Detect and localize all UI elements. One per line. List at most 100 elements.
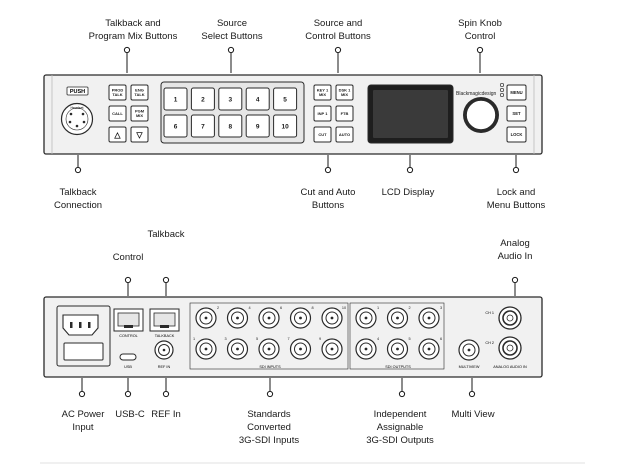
usb-label: USB [124, 365, 132, 369]
source-button-label: 10 [281, 123, 289, 130]
menu-label: MENU [510, 90, 522, 95]
sdi-input-port-5: 5 [256, 337, 280, 360]
sdi-port-number: 1 [377, 306, 379, 310]
talkback-port-label: TALKBACK [155, 334, 175, 338]
cut-button[interactable]: CUT [313, 126, 332, 143]
source-button-6[interactable]: 6 [163, 114, 188, 138]
sdi-input-port-8: 8 [289, 306, 314, 329]
callout-lock-menu: Lock and Menu Buttons [486, 187, 546, 211]
source-button-1[interactable]: 1 [163, 87, 188, 111]
source-button-label: 8 [228, 123, 232, 130]
source-button-4[interactable]: 4 [245, 87, 270, 111]
sdi-input-port-1: 1 [193, 337, 217, 360]
sdi-input-port-7: 7 [287, 337, 312, 360]
callout-talkback: Talkback [147, 229, 185, 240]
down-arrow-button[interactable]: ▽ [130, 126, 149, 143]
set-button[interactable]: SET [506, 105, 527, 122]
callout-sdi-outputs: Independent Assignable 3G-SDI Outputs [366, 409, 434, 446]
ftb-label: FTB [341, 111, 349, 116]
callout-lcd-display: LCD Display [381, 187, 435, 198]
source-button-5[interactable]: 5 [273, 87, 298, 111]
analog-label: ANALOG AUDIO IN [493, 365, 527, 369]
callout-usb-c: USB-C [115, 409, 145, 420]
sdi-port-number: 6 [280, 306, 282, 310]
source-button-label: 1 [174, 96, 178, 103]
lock-label: LOCK [511, 132, 523, 137]
sdi-output-port-6: 6 [418, 337, 442, 360]
sdi-inputs-label: SDI INPUTS [259, 365, 281, 369]
callout-multi-view: Multi View [451, 409, 495, 420]
xlr-connector: PUSH Headset [60, 86, 94, 136]
multiview-port: MULTIVIEW [458, 339, 480, 369]
callout-source-control: Source and Control Buttons [305, 18, 371, 42]
spin-knob[interactable] [463, 97, 499, 133]
source-button-2[interactable]: 2 [190, 87, 215, 111]
set-label: SET [512, 111, 521, 116]
rear-leader-lines [78, 276, 519, 398]
callout-ref-in: REF In [151, 409, 181, 420]
source-button-label: 7 [201, 123, 205, 130]
source-buttons: 1 2 3 4 5 6 7 8 9 10 [163, 87, 298, 138]
auto-label: AUTO [339, 132, 350, 137]
sdi-port-number: 3 [440, 306, 442, 310]
callout-analog-audio: Analog Audio In [497, 238, 533, 262]
sdi-output-port-1: 1 [355, 306, 379, 329]
inp1-button[interactable]: INP 1 [313, 105, 332, 122]
call-label: CALL [112, 111, 123, 116]
lcd-display [367, 84, 454, 144]
sdi-output-port-2: 2 [386, 306, 411, 329]
push-label: PUSH [70, 89, 85, 95]
sdi-port-number: 4 [248, 306, 250, 310]
source-button-label: 4 [256, 96, 260, 103]
control-port: CONTROL [113, 308, 144, 338]
source-button-7[interactable]: 7 [190, 114, 215, 138]
ftb-button[interactable]: FTB [335, 105, 354, 122]
brand-label: Blackmagicdesign [456, 91, 497, 97]
cut-label: CUT [318, 132, 327, 137]
source-button-label: 3 [228, 96, 232, 103]
source-button-3[interactable]: 3 [218, 87, 243, 111]
front-leader-lines [74, 46, 520, 174]
lock-button[interactable]: LOCK [506, 126, 527, 143]
auto-button[interactable]: AUTO [335, 126, 354, 143]
up-arrow-button[interactable]: △ [108, 126, 127, 143]
sdi-input-port-4: 4 [226, 306, 251, 329]
callout-source-select: Source Select Buttons [201, 18, 263, 42]
sdi-port-number: 2 [217, 306, 219, 310]
call-button[interactable]: CALL [108, 105, 127, 122]
ref-in-port: REF IN [154, 340, 174, 369]
sdi-port-number: 4 [377, 337, 379, 341]
source-button-8[interactable]: 8 [218, 114, 243, 138]
ch1-label: CH 1 [485, 311, 494, 315]
callout-sdi-inputs: Standards Converted 3G-SDI Inputs [238, 409, 300, 446]
source-button-10[interactable]: 10 [273, 114, 298, 138]
rear-panel: CONTROL TALKBACK USB REF IN 21436587109 … [43, 296, 543, 378]
sdi-port-number: 2 [408, 306, 410, 310]
down-arrow-label: ▽ [135, 130, 143, 139]
up-arrow-label: △ [113, 130, 121, 139]
callout-control: Control [112, 252, 144, 263]
callout-spin-knob: Spin Knob Control [458, 18, 502, 42]
callout-cut-auto: Cut and Auto Buttons [300, 187, 356, 211]
sdi-port-number: 8 [311, 306, 313, 310]
sdi-input-port-9: 9 [319, 337, 343, 360]
usb-c-port: USB [119, 353, 137, 369]
sdi-input-port-6: 6 [258, 306, 282, 329]
sdi-outputs-label: SDI OUTPUTS [385, 365, 411, 369]
source-button-9[interactable]: 9 [245, 114, 270, 138]
menu-button[interactable]: MENU [506, 84, 527, 101]
